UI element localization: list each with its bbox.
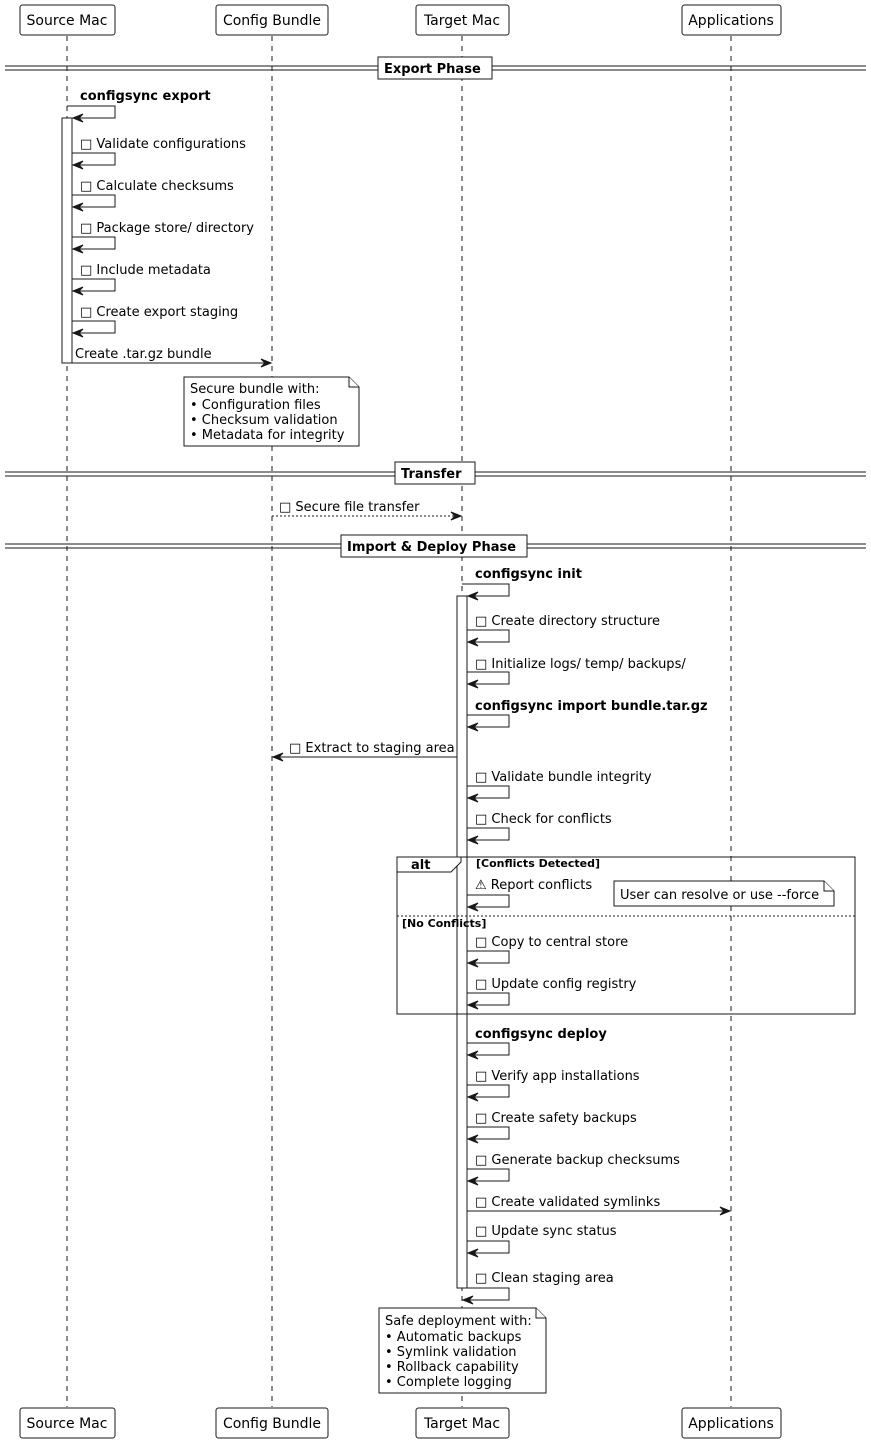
divider-label: Export Phase	[384, 62, 481, 77]
participant-target-mac-top: Target Mac	[415, 4, 510, 36]
participant-label: Applications	[688, 1416, 774, 1432]
note-line: • Automatic backups	[385, 1330, 522, 1345]
participant-label: Source Mac	[27, 13, 108, 29]
divider-export-phase: Export Phase	[5, 56, 866, 80]
note-line: • Configuration files	[190, 398, 321, 413]
message-label: □ Initialize logs/ temp/ backups/	[475, 657, 686, 672]
note-line: • Rollback capability	[385, 1360, 519, 1375]
participant-label: Config Bundle	[223, 1416, 321, 1432]
participant-config-bundle-top: Config Bundle	[215, 4, 329, 36]
message-5: □ Include metadata	[71, 263, 211, 296]
message-16: ⚠ Report conflicts	[466, 878, 592, 912]
message-label: □ Validate configurations	[80, 137, 246, 152]
message-label: □ Validate bundle integrity	[475, 770, 652, 785]
message-label: □ Update config registry	[475, 977, 637, 992]
activation-source-mac	[61, 117, 73, 364]
message-24: □ Update sync status	[466, 1224, 617, 1258]
message-label: □ Verify app installations	[475, 1069, 640, 1084]
message-label: □ Generate backup checksums	[475, 1153, 680, 1168]
message-label: □ Create directory structure	[475, 614, 660, 629]
message-15: □ Check for conflicts	[466, 812, 612, 845]
divider-label: Import & Deploy Phase	[347, 540, 516, 555]
alt-frame: alt [Conflicts Detected] [No Conflicts]	[396, 856, 856, 1015]
participant-label: Target Mac	[423, 13, 500, 29]
participant-label: Config Bundle	[223, 13, 321, 29]
message-2: □ Validate configurations	[71, 137, 246, 170]
message-18: □ Update config registry	[466, 977, 637, 1010]
message-label: □ Check for conflicts	[475, 812, 612, 827]
message-label: □ Copy to central store	[475, 935, 628, 950]
message-10: □ Create directory structure	[466, 614, 660, 647]
divider-transfer: Transfer	[5, 461, 866, 485]
message-21: □ Create safety backups	[466, 1111, 637, 1144]
participant-target-mac-bottom: Target Mac	[415, 1407, 510, 1439]
message-6: □ Create export staging	[71, 305, 238, 338]
message-22: □ Generate backup checksums	[466, 1153, 680, 1186]
message-label: □ Include metadata	[80, 263, 211, 278]
messages: configsync export □ Validate configuratio…	[67, 89, 732, 1305]
message-label: configsync import bundle.tar.gz	[475, 699, 708, 714]
divider-label: Transfer	[401, 467, 462, 482]
message-label: □ Create safety backups	[475, 1111, 637, 1126]
note-line: User can resolve or use --force	[620, 888, 819, 903]
message-1: configsync export	[67, 89, 211, 123]
message-label: configsync init	[475, 567, 582, 582]
message-label: □ Create export staging	[80, 305, 238, 320]
message-23: □ Create validated symlinks	[467, 1195, 732, 1216]
divider-import-deploy-phase: Import & Deploy Phase	[5, 534, 866, 558]
message-label: □ Calculate checksums	[80, 179, 234, 194]
note-resolve-conflicts: User can resolve or use --force	[613, 880, 835, 907]
message-14: □ Validate bundle integrity	[466, 770, 652, 803]
message-3: □ Calculate checksums	[71, 179, 234, 212]
participant-label: Target Mac	[423, 1416, 500, 1432]
message-4: □ Package store/ directory	[71, 221, 254, 254]
message-label: □ Extract to staging area	[289, 741, 455, 756]
note-line: • Complete logging	[385, 1375, 512, 1390]
message-20: □ Verify app installations	[466, 1069, 640, 1102]
note-line: • Metadata for integrity	[190, 428, 345, 443]
message-25: □ Clean staging area	[461, 1271, 614, 1305]
message-label: Create .tar.gz bundle	[75, 347, 212, 362]
message-label: □ Package store/ directory	[80, 221, 254, 236]
activation-target-mac	[456, 595, 468, 1289]
message-label: configsync deploy	[475, 1027, 607, 1042]
alt-keyword: alt	[411, 858, 430, 873]
message-label: configsync export	[80, 89, 211, 104]
note-line: Secure bundle with:	[190, 382, 320, 397]
alt-guard-conflicts: [Conflicts Detected]	[476, 857, 600, 870]
note-line: Safe deployment with:	[385, 1314, 532, 1329]
message-19: configsync deploy	[466, 1027, 607, 1060]
message-label: □ Secure file transfer	[279, 500, 420, 515]
participant-applications-bottom: Applications	[681, 1407, 782, 1439]
message-11: □ Initialize logs/ temp/ backups/	[466, 657, 686, 689]
note-line: • Checksum validation	[190, 413, 338, 428]
participant-label: Source Mac	[27, 1416, 108, 1432]
participant-label: Applications	[688, 13, 774, 29]
message-label: ⚠ Report conflicts	[475, 878, 592, 893]
participant-source-mac-top: Source Mac	[19, 4, 116, 36]
message-17: □ Copy to central store	[466, 935, 628, 968]
note-safe-deployment: Safe deployment with: • Automatic backup…	[378, 1307, 547, 1394]
message-13: □ Extract to staging area	[271, 741, 457, 762]
message-12: configsync import bundle.tar.gz	[466, 699, 708, 732]
note-secure-bundle: Secure bundle with: • Configuration file…	[183, 376, 360, 447]
note-line: • Symlink validation	[385, 1345, 517, 1360]
message-8: □ Secure file transfer	[272, 500, 463, 521]
message-label: □ Update sync status	[475, 1224, 617, 1239]
message-label: □ Clean staging area	[475, 1271, 614, 1286]
participant-applications-top: Applications	[681, 4, 782, 36]
participant-source-mac-bottom: Source Mac	[19, 1407, 116, 1439]
message-label: □ Create validated symlinks	[475, 1195, 660, 1210]
alt-guard-no-conflicts: [No Conflicts]	[402, 917, 486, 930]
message-7: Create .tar.gz bundle	[72, 347, 273, 368]
message-9: configsync init	[462, 567, 582, 601]
participant-config-bundle-bottom: Config Bundle	[215, 1407, 329, 1439]
